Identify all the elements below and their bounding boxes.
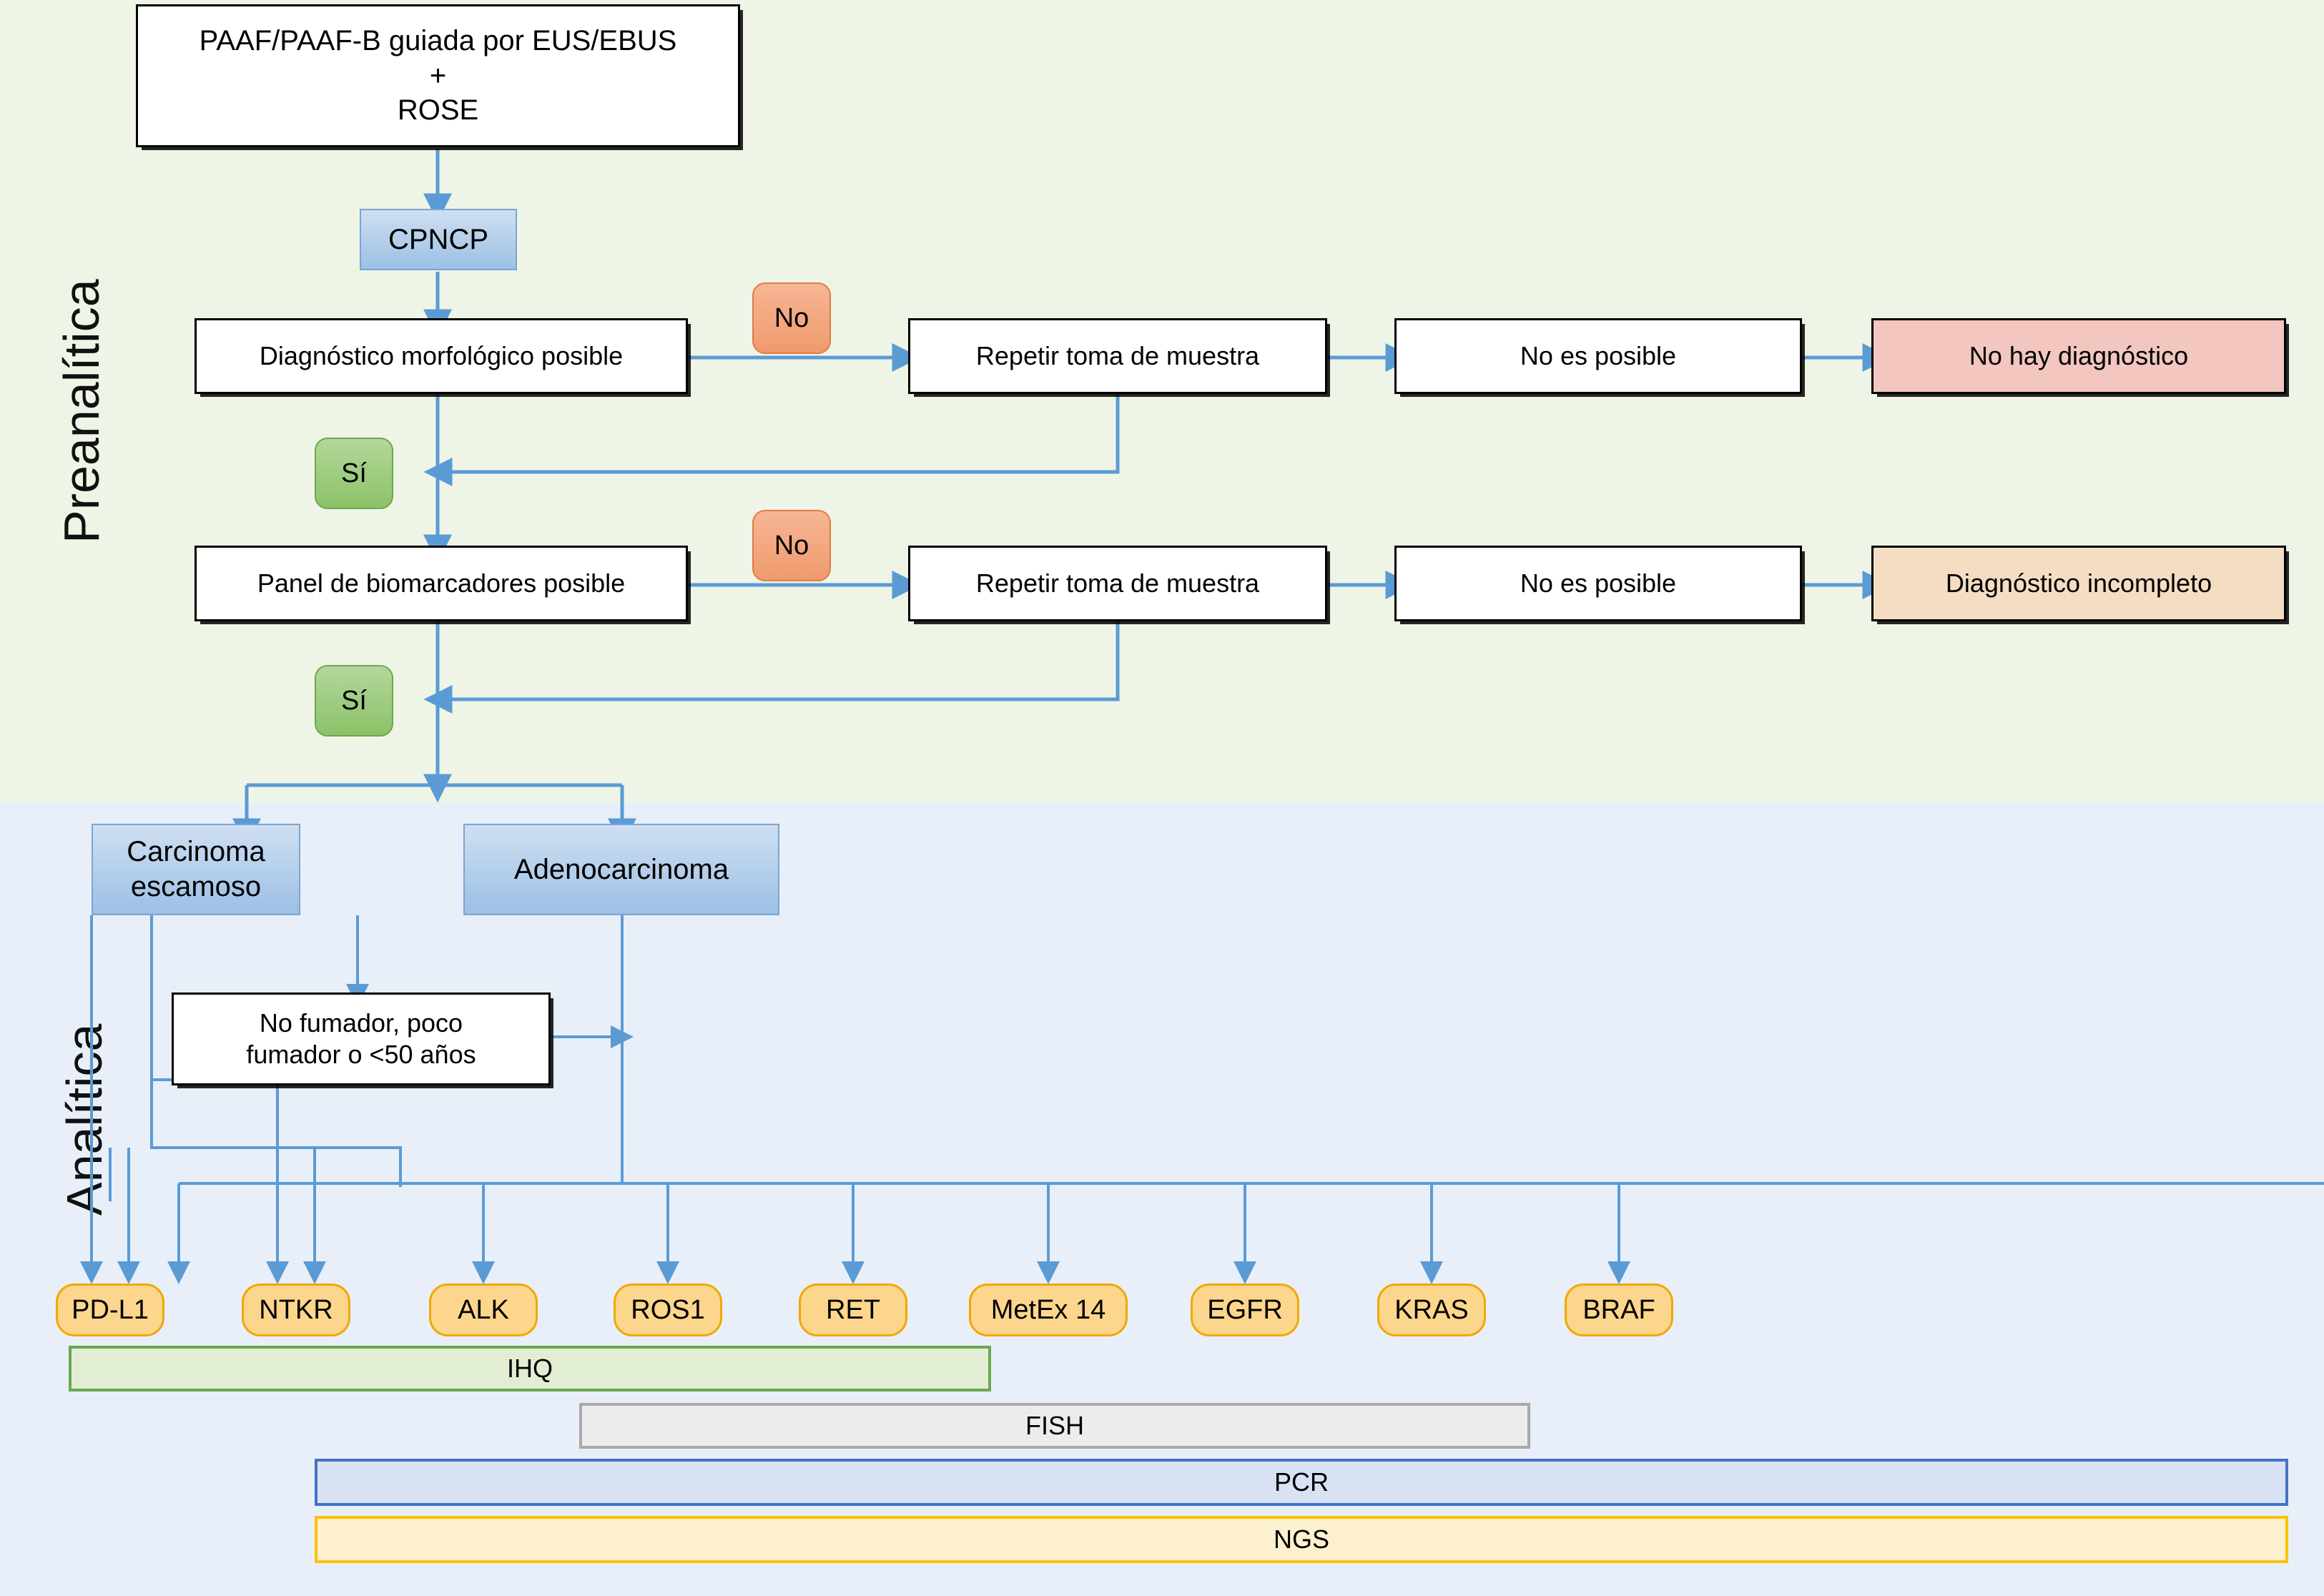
node-smoking-criteria[interactable]: No fumador, poco fumador o <50 años [172,992,551,1085]
no-diagnosis-label: No hay diagnóstico [1969,341,2189,371]
node-not-possible-2[interactable]: No es posible [1394,546,1802,621]
gene-label: PD-L1 [72,1294,149,1325]
band-label-analitica: Analítica [56,1023,112,1216]
node-repeat-sample-1[interactable]: Repetir toma de muestra [908,318,1327,394]
gene-pill-pd-l1[interactable]: PD-L1 [56,1284,164,1336]
node-repeat-sample-2[interactable]: Repetir toma de muestra [908,546,1327,621]
gene-pill-egfr[interactable]: EGFR [1191,1284,1299,1336]
gene-label: ROS1 [631,1294,705,1325]
gene-pill-braf[interactable]: BRAF [1565,1284,1673,1336]
band-label-preanalitica: Preanalítica [54,279,109,543]
sample-line-3: ROSE [397,94,479,127]
gene-label: KRAS [1394,1294,1469,1325]
smoker-line-2: fumador o <50 años [246,1040,476,1069]
repeat-2-label: Repetir toma de muestra [975,568,1260,598]
gene-pill-metex-14[interactable]: MetEx 14 [969,1284,1128,1336]
node-biomarker-panel-possible[interactable]: Panel de biomarcadores posible [195,546,688,621]
technique-bar-ngs[interactable]: NGS [315,1516,2288,1563]
gene-pill-ntkr[interactable]: NTKR [242,1284,350,1336]
panel-label: Panel de biomarcadores posible [257,568,626,598]
sample-line-1: PAAF/PAAF-B guiada por EUS/EBUS [199,24,677,56]
gene-pill-ret[interactable]: RET [799,1284,907,1336]
node-not-possible-1[interactable]: No es posible [1394,318,1802,394]
badge-no-panel[interactable]: No [752,510,831,581]
technique-bar-ihq[interactable]: IHQ [69,1346,991,1391]
not-possible-2-label: No es posible [1520,568,1677,598]
gene-label: NTKR [259,1294,333,1325]
node-squamous-carcinoma[interactable]: Carcinoma escamoso [92,824,300,915]
gene-label: MetEx 14 [990,1294,1106,1325]
badge-no-label: No [774,302,809,333]
node-morphologic-diagnosis-possible[interactable]: Diagnóstico morfológico posible [195,318,688,394]
badge-no-morphologic[interactable]: No [752,282,831,354]
node-incomplete-diagnosis[interactable]: Diagnóstico incompleto [1871,546,2286,621]
gene-label: ALK [458,1294,509,1325]
gene-pill-alk[interactable]: ALK [429,1284,538,1336]
cpncp-label: CPNCP [388,223,489,255]
badge-si-panel[interactable]: Sí [315,665,393,737]
technique-label: IHQ [506,1354,553,1383]
node-adenocarcinoma[interactable]: Adenocarcinoma [463,824,779,915]
node-no-diagnosis[interactable]: No hay diagnóstico [1871,318,2286,394]
not-possible-1-label: No es posible [1520,341,1677,371]
smoker-line-1: No fumador, poco [259,1008,463,1038]
morphologic-label: Diagnóstico morfológico posible [259,341,624,371]
incomplete-diagnosis-label: Diagnóstico incompleto [1945,568,2212,598]
node-cpncp[interactable]: CPNCP [360,209,517,270]
technique-label: PCR [1274,1467,1329,1497]
technique-label: FISH [1025,1411,1084,1440]
technique-label: NGS [1273,1524,1329,1554]
repeat-1-label: Repetir toma de muestra [975,341,1260,371]
technique-bar-fish[interactable]: FISH [579,1403,1530,1449]
squamous-line-2: escamoso [130,871,262,902]
badge-no-2-label: No [774,530,809,561]
gene-pill-ros1[interactable]: ROS1 [614,1284,722,1336]
badge-si-1-label: Sí [341,458,367,488]
gene-label: EGFR [1207,1294,1283,1325]
technique-bar-pcr[interactable]: PCR [315,1459,2288,1506]
node-sample-collection[interactable]: PAAF/PAAF-B guiada por EUS/EBUS + ROSE [136,4,740,147]
adeno-label: Adenocarcinoma [513,853,729,885]
badge-si-morphologic[interactable]: Sí [315,438,393,509]
badge-si-2-label: Sí [341,685,367,716]
sample-line-2: + [429,59,447,92]
gene-label: BRAF [1582,1294,1655,1325]
gene-pill-kras[interactable]: KRAS [1377,1284,1486,1336]
gene-label: RET [826,1294,880,1325]
squamous-line-1: Carcinoma [127,836,265,868]
